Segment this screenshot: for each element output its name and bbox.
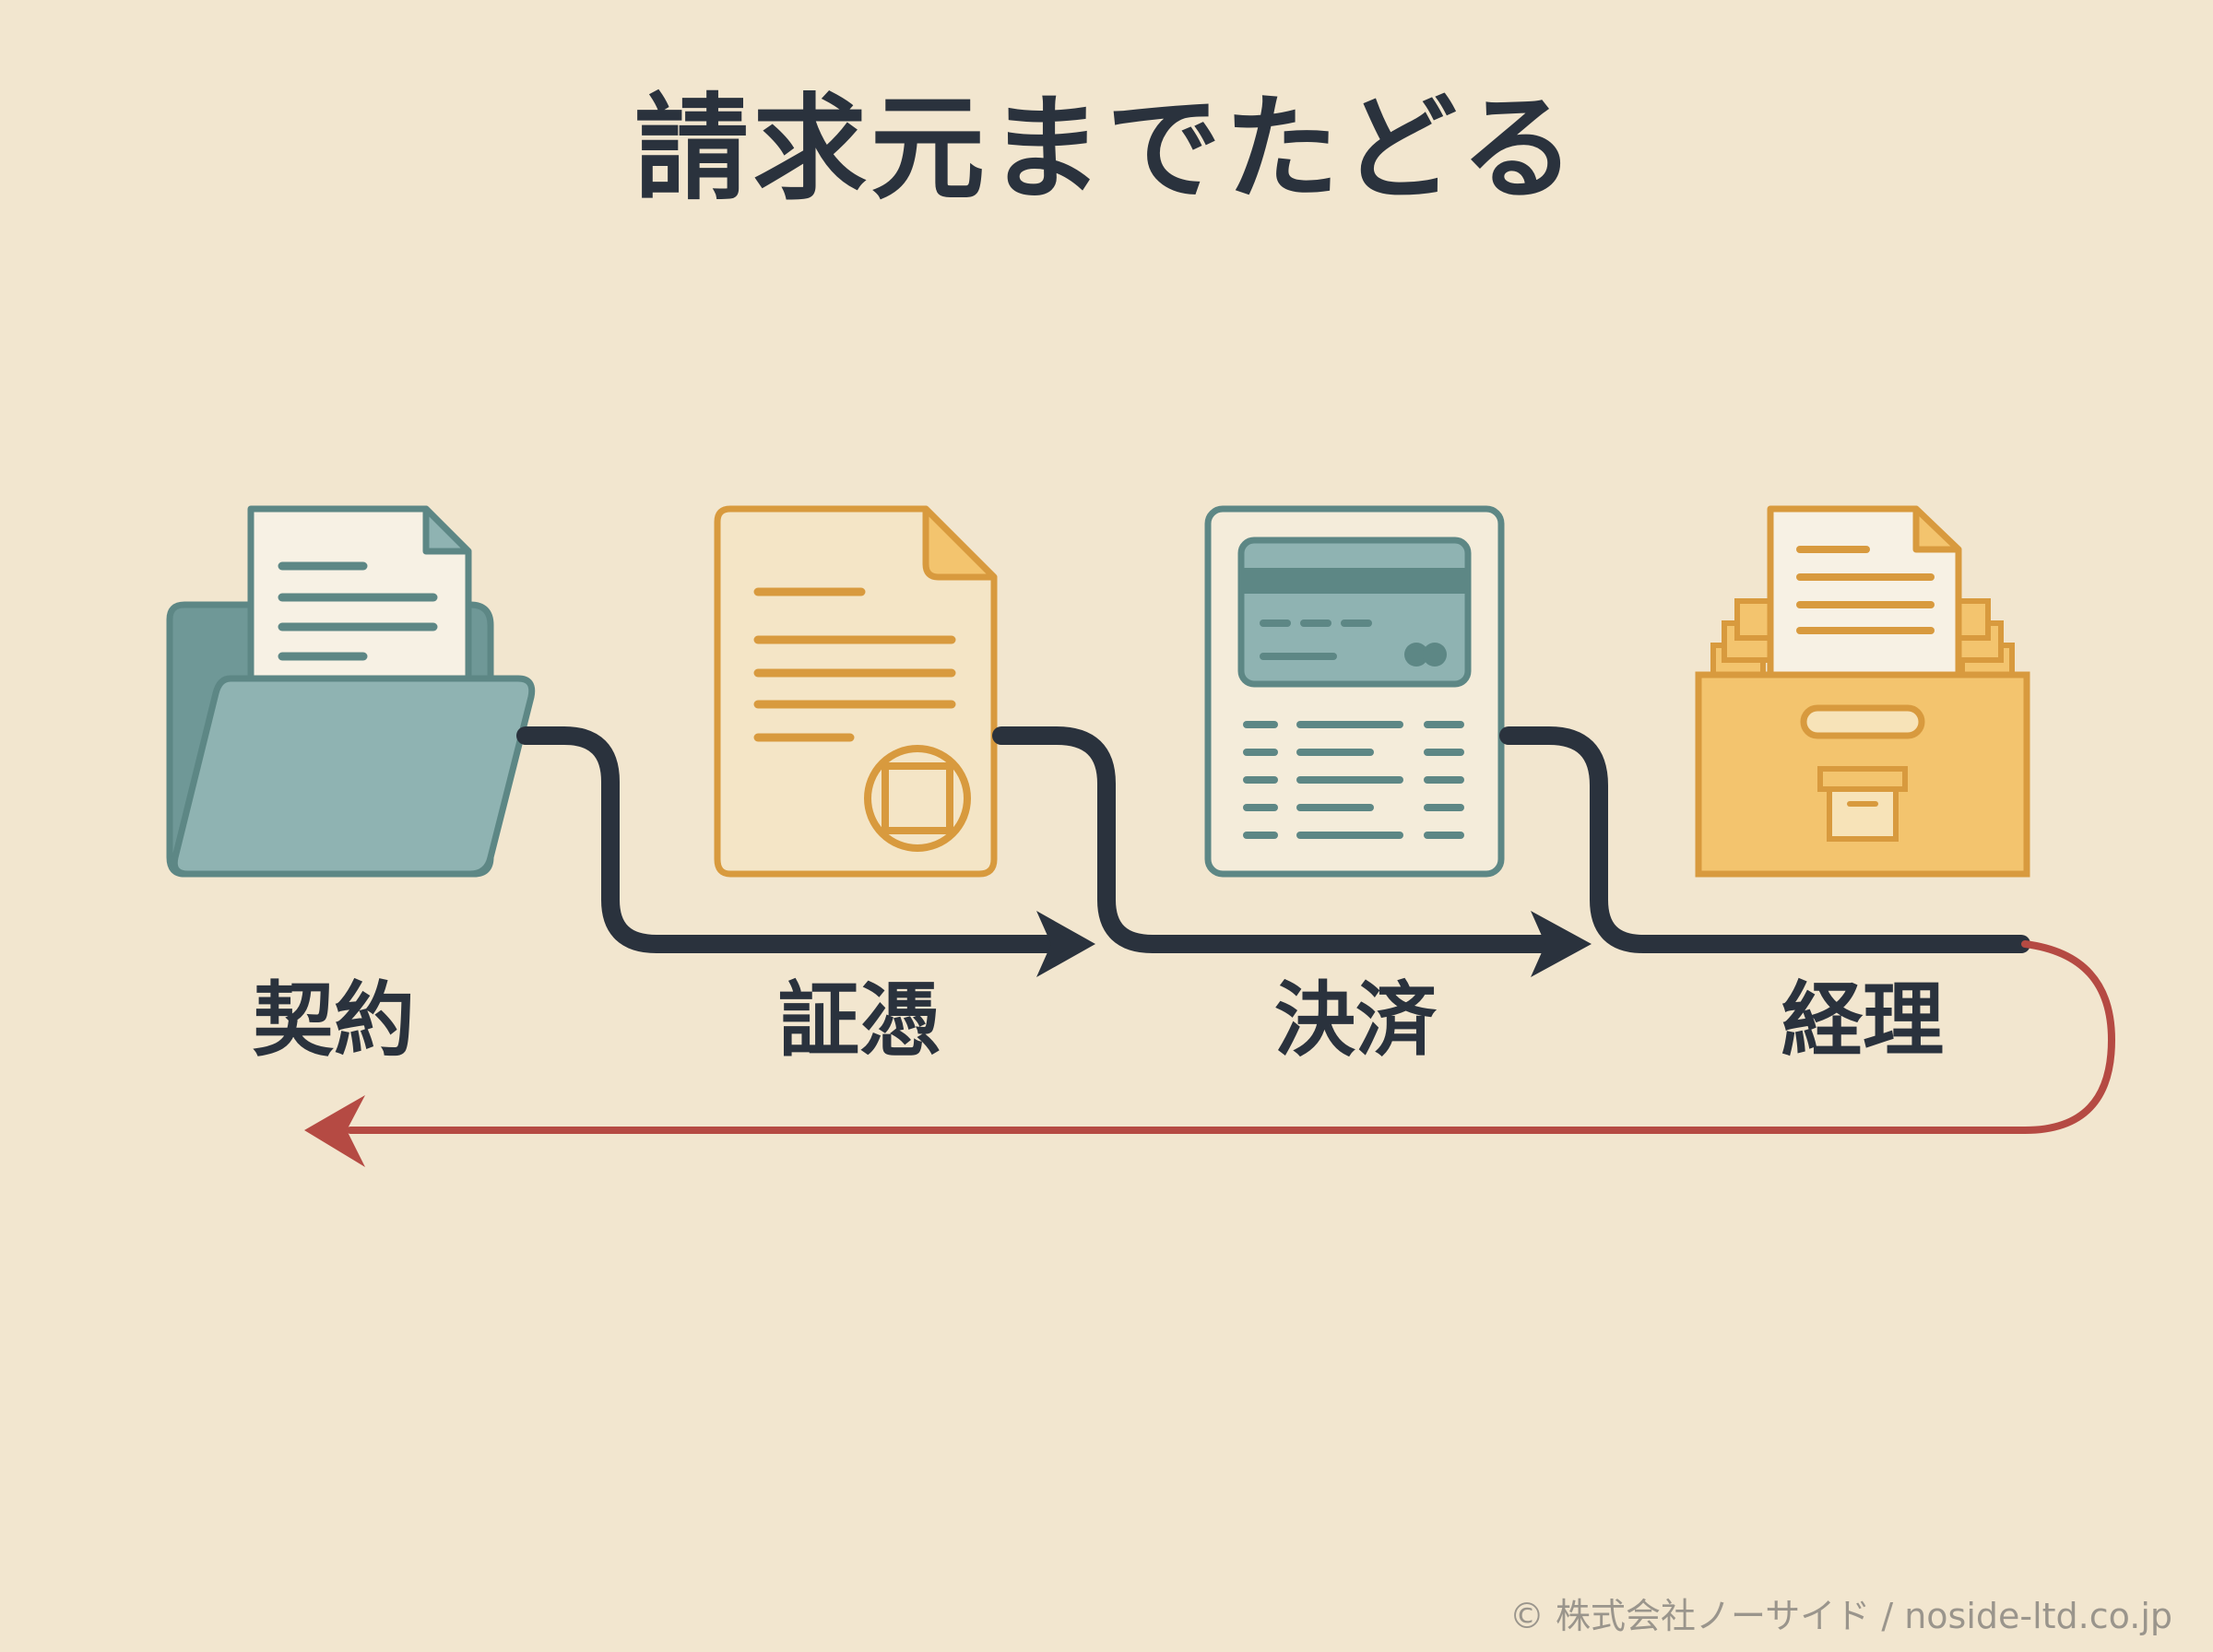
stage-label-payment: 決済: [1273, 973, 1437, 1068]
stamped-document-icon: [714, 505, 998, 878]
stage-label-accounting: 経理: [1781, 973, 1944, 1068]
filing-box-icon: [1695, 505, 2030, 878]
stamp-seal-icon: [864, 745, 971, 852]
flow-connector-1: [516, 726, 1095, 977]
folder-document-icon: [166, 505, 536, 878]
copyright-notice: © 株式会社ノーサイド / noside-ltd.co.jp: [1509, 1596, 2172, 1636]
return-flow-arrow: [304, 940, 2116, 1167]
flow-connector-3: [1499, 726, 2030, 953]
return-arrow-head-icon: [304, 1095, 365, 1167]
stage-label-evidence: 証憑: [777, 973, 941, 1068]
arrow-head-icon: [1036, 911, 1095, 977]
arrow-head-icon: [1531, 911, 1592, 977]
card-statement-icon: [1204, 505, 1505, 878]
page-title: 請求元までたどる: [633, 83, 1579, 216]
stage-label-contract: 契約: [252, 973, 415, 1068]
flow-connector-2: [992, 726, 1592, 977]
